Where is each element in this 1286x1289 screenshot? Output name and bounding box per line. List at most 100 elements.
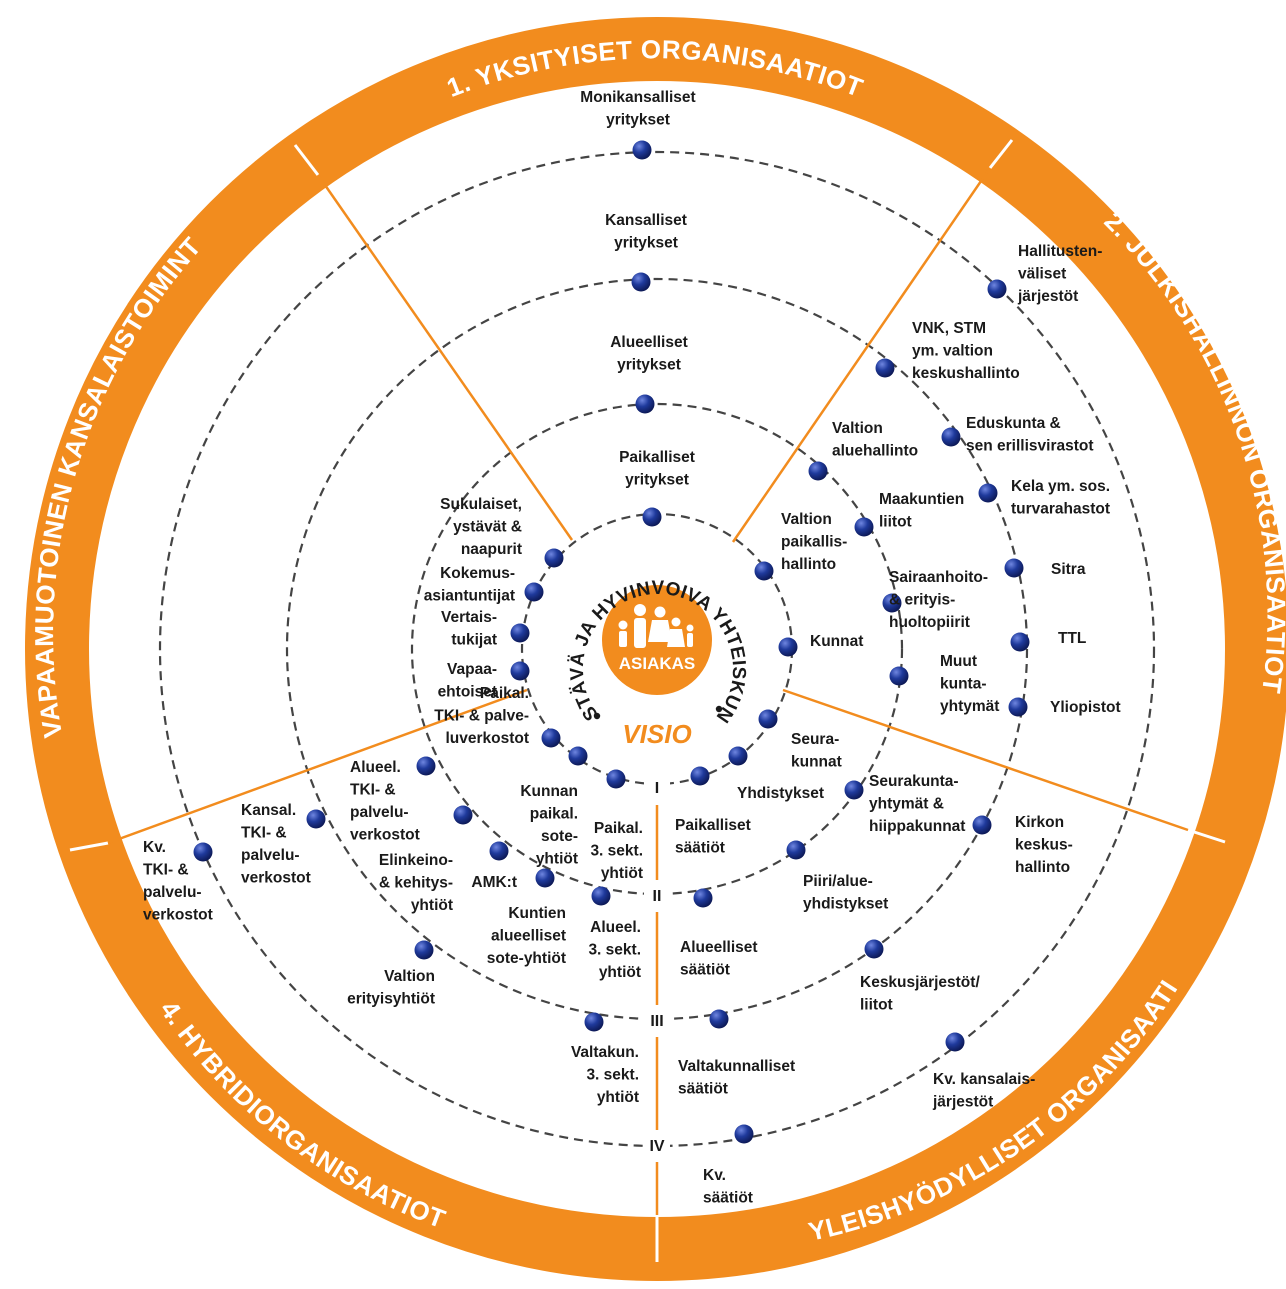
node-label-line: tukijat — [451, 632, 497, 649]
node-label-line: Valtion — [781, 511, 832, 528]
node-dot — [808, 461, 828, 481]
node-dot — [978, 483, 998, 503]
node-label-line: säätiöt — [675, 840, 725, 857]
node-label-s3-piiri: Piiri/alue-yhdistykset — [803, 873, 888, 913]
node-label-s2-ttl: TTL — [1058, 630, 1086, 647]
node-label-line: säätiöt — [678, 1081, 728, 1098]
node-label-s2-sairaanhoito: Sairaanhoito- & erityis-huoltopiirit — [889, 569, 988, 631]
node-dot — [606, 769, 626, 789]
node-label-line: turvarahastot — [1011, 501, 1110, 518]
ring-level-1: I — [655, 780, 659, 797]
node-dot — [1008, 697, 1028, 717]
node-dot — [510, 623, 530, 643]
node-label-line: Kv. kansalais- — [933, 1071, 1035, 1088]
node-label-line: yhtiöt — [411, 897, 453, 914]
node-label-line: yhtiöt — [599, 964, 641, 981]
node-dot — [1010, 632, 1030, 652]
node-label-line: palvelu- — [241, 847, 300, 864]
node-label-line: Sairaanhoito- — [889, 569, 988, 586]
node-label-line: ym. valtion — [912, 343, 993, 360]
node-label-line: Eduskunta & — [966, 415, 1061, 432]
node-dot — [568, 746, 588, 766]
node-label-s2-sitra: Sitra — [1051, 561, 1086, 578]
node-label-line: sen erillisvirastot — [966, 438, 1094, 455]
node-dot — [591, 886, 611, 906]
node-dot — [544, 548, 564, 568]
node-dot — [758, 709, 778, 729]
ring-level-4: IV — [649, 1138, 664, 1155]
node-label-line: naapurit — [461, 541, 522, 558]
node-dot — [734, 1124, 754, 1144]
node-dot — [541, 728, 561, 748]
node-label-line: Kv. — [703, 1167, 726, 1184]
node-label-line: järjestöt — [932, 1094, 993, 1111]
node-label-line: Valtion — [384, 968, 435, 985]
node-label-line: keskushallinto — [912, 365, 1020, 382]
node-label-s4-kansal-tki: Kansal.TKI- &palvelu-verkostot — [241, 802, 311, 887]
band-separators — [69, 139, 1226, 1262]
node-label-line: Kela ym. sos. — [1011, 478, 1110, 495]
node-label-line: hiippakunnat — [869, 818, 965, 835]
node-label-s2-eduskunta: Eduskunta & sen erillisvirastot — [966, 415, 1094, 455]
node-label-line: verkostot — [241, 870, 311, 887]
node-label-line: kunta- — [940, 676, 987, 693]
node-dot — [193, 842, 213, 862]
node-dot — [875, 358, 895, 378]
node-dot — [306, 809, 326, 829]
node-label-s4-alueel-3sekt: Alueel.3. sekt.yhtiöt — [588, 919, 641, 981]
node-label-line: Vertais- — [441, 609, 497, 626]
node-label-line: Kirkon — [1015, 814, 1064, 831]
node-label-line: liitot — [860, 997, 893, 1014]
node-label-line: kunnat — [791, 754, 842, 771]
node-label-line: & erityis- — [889, 592, 955, 609]
node-label-line: yhtymät — [940, 698, 999, 715]
node-label-line: yhtiöt — [601, 865, 643, 882]
node-label-line: yhdistykset — [803, 896, 888, 913]
node-label-line: alueelliset — [491, 928, 566, 945]
node-dot — [535, 868, 555, 888]
node-label-line: AMK:t — [471, 874, 517, 891]
node-dot — [728, 746, 748, 766]
node-label-line: yritykset — [614, 235, 678, 252]
node-label-line: sote-yhtiöt — [487, 950, 566, 967]
node-label-line: yhtiöt — [536, 851, 578, 868]
node-label-line: huoltopiirit — [889, 614, 970, 631]
family-icon — [618, 604, 694, 648]
node-label-line: paikal. — [530, 806, 578, 823]
node-dot — [690, 766, 710, 786]
ring-3 — [285, 277, 1029, 1021]
node-label-s5-vapaa: Vapaa-ehtoiset — [438, 661, 497, 701]
node-label-line: Kunnat — [810, 633, 863, 650]
node-label-line: järjestöt — [1017, 288, 1078, 305]
node-dot — [693, 888, 713, 908]
node-label-line: Paikal. — [594, 820, 643, 837]
node-label-line: 3. sekt. — [586, 1067, 639, 1084]
node-label-s2-kela: Kela ym. sos. turvarahastot — [1011, 478, 1110, 518]
asiakas-label: ASIAKAS — [619, 654, 696, 673]
node-label-s4-valtakun-3sekt: Valtakun.3. sekt.yhtiöt — [571, 1044, 639, 1106]
node-label-s4-kv-tki: Kv.TKI- &palvelu-verkostot — [143, 839, 213, 924]
node-label-line: Paikalliset — [619, 449, 695, 466]
node-dot — [889, 666, 909, 686]
node-label-line: Sitra — [1051, 561, 1086, 578]
node-label-line: yritykset — [617, 357, 681, 374]
node-label-line: verkostot — [143, 907, 213, 924]
node-label-s3-kv-kansalais: Kv. kansalais-järjestöt — [932, 1071, 1035, 1111]
node-label-line: TKI- & — [241, 825, 287, 842]
node-dot — [584, 1012, 604, 1032]
node-label-line: & kehitys- — [379, 875, 453, 892]
